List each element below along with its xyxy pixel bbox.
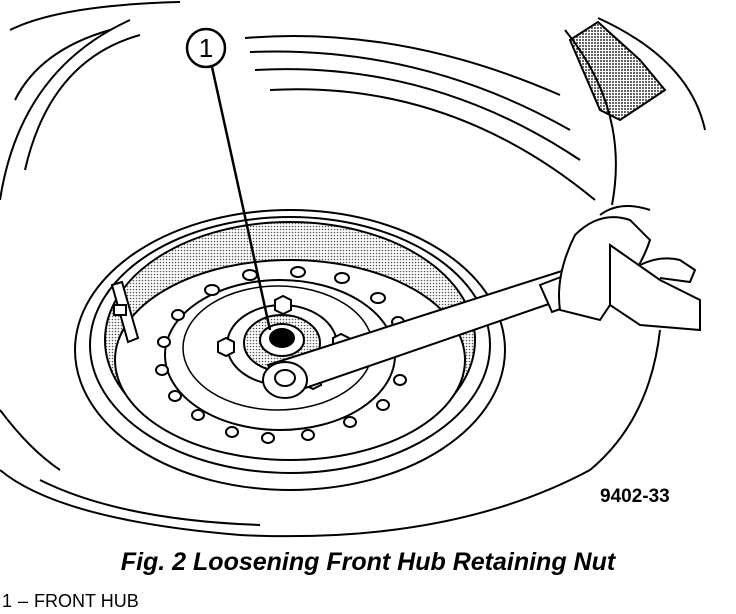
- hands: [558, 205, 701, 332]
- legend-number: 1: [2, 591, 13, 611]
- fender: [564, 17, 706, 206]
- legend-label: FRONT HUB: [34, 591, 139, 611]
- figure-code: 9402-33: [600, 486, 670, 507]
- figure-caption: Fig. 2 Loosening Front Hub Retaining Nut: [120, 548, 616, 576]
- wheel-illustration: 1: [0, 1, 706, 538]
- callout-number: 1: [199, 33, 213, 63]
- valve-stem: [110, 280, 140, 344]
- tire: [0, 1, 661, 538]
- legend: 1–FRONT HUB: [2, 591, 145, 612]
- legend-dash: –: [18, 591, 29, 611]
- callout-1: [185, 27, 272, 331]
- vent-holes: [155, 266, 407, 444]
